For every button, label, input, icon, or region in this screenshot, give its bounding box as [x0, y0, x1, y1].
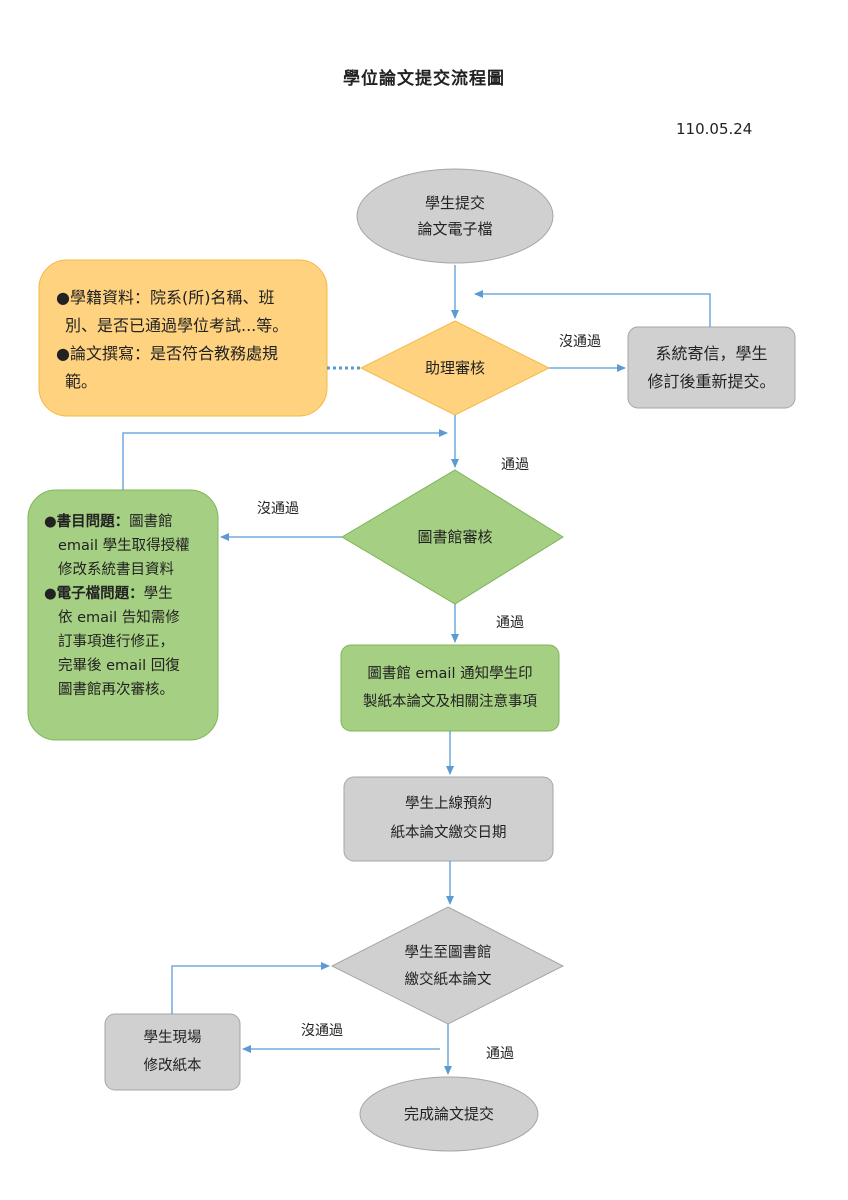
resubmit-node-shape: [627, 326, 796, 409]
start-node: 學生提交 論文電子檔: [357, 186, 553, 246]
page-title: 學位論文提交流程圖: [343, 69, 505, 89]
edge-label-submit-pass: 通過: [486, 1046, 514, 1062]
edge-label-submit-fail: 沒通過: [301, 1023, 343, 1039]
fix-onsite-node: 學生現場 修改紙本: [105, 1024, 240, 1080]
notify-print-line2: 製紙本論文及相關注意事項: [363, 694, 537, 710]
book-appointment-line1: 學生上線預約: [405, 796, 492, 812]
library-note-item2-line3: 訂事項進行修正，: [58, 634, 174, 650]
bullet-icon: ●: [44, 514, 57, 530]
library-note-item1: ●書目問題：圖書館: [44, 510, 214, 534]
library-note-item1-line3: 修改系統書目資料: [58, 562, 174, 578]
arrow-fix-onsite-loop: [171, 962, 330, 1014]
assistant-note-item1-line1: 學籍資料：院系(所)名稱、班: [69, 288, 275, 307]
edge-label-library-fail: 沒通過: [257, 501, 299, 517]
library-note-item1-text1: 圖書館: [129, 514, 173, 530]
library-note-item2-heading: 電子檔問題：: [56, 586, 144, 602]
end-node-shape: [359, 1076, 539, 1152]
arrow-resubmit-loop: [474, 290, 711, 327]
document-date: 110.05.24: [676, 120, 753, 138]
fix-onsite-line1: 學生現場: [143, 1030, 202, 1046]
assistant-review-node: 助理審核: [380, 355, 530, 381]
bullet-icon: ●: [44, 586, 57, 602]
bullet-icon: ●: [56, 344, 70, 363]
arrow-library-note-loop: [122, 429, 448, 490]
notify-print-node: 圖書館 email 通知學生印 製紙本論文及相關注意事項: [341, 660, 559, 716]
start-node-line1: 學生提交: [424, 194, 485, 212]
edge-label-library-pass: 通過: [496, 615, 524, 631]
library-review-node: 圖書館審核: [370, 524, 540, 550]
notify-print-line1: 圖書館 email 通知學生印: [367, 666, 533, 682]
library-note-item2-line5: 圖書館再次審核。: [58, 682, 174, 698]
fix-onsite-line2: 修改紙本: [143, 1058, 202, 1074]
submit-paper-node: 學生至圖書館 繳交紙本論文: [380, 940, 516, 994]
edge-label-assistant-fail: 沒通過: [559, 334, 601, 350]
assistant-note-item2-line2: 範。: [65, 372, 98, 391]
end-node-label: 完成論文提交: [403, 1105, 494, 1123]
bullet-icon: ●: [56, 288, 70, 307]
resubmit-line2: 修訂後重新提交。: [647, 372, 776, 391]
library-note-item2-line4: 完畢後 email 回復: [58, 658, 180, 674]
assistant-note-item2: ●論文撰寫：是否符合教務處規: [56, 340, 318, 368]
assistant-review-note: ●學籍資料：院系(所)名稱、班 別、是否已通過學位考試...等。 ●論文撰寫：是…: [56, 284, 318, 396]
resubmit-node: 系統寄信，學生 修訂後重新提交。: [628, 340, 795, 396]
library-note-item1-line2: email 學生取得授權: [58, 538, 190, 554]
edge-label-assistant-pass: 通過: [501, 457, 529, 473]
book-appointment-node: 學生上線預約 紙本論文繳交日期: [344, 790, 553, 848]
book-appointment-shape: [343, 776, 554, 862]
assistant-note-item2-line1: 論文撰寫：是否符合教務處規: [69, 344, 278, 363]
assistant-note-item1-line2: 別、是否已通過學位考試...等。: [65, 316, 289, 335]
assistant-note-shape: [38, 259, 328, 417]
assistant-note-item1: ●學籍資料：院系(所)名稱、班: [56, 284, 318, 312]
start-node-line2: 論文電子檔: [417, 220, 493, 238]
library-review-label: 圖書館審核: [417, 528, 493, 546]
assistant-review-label: 助理審核: [424, 359, 485, 377]
library-note-item2-text1: 學生: [143, 586, 173, 602]
resubmit-line1: 系統寄信，學生: [655, 344, 768, 363]
library-note-item2: ●電子檔問題：學生: [44, 582, 214, 606]
library-note-item1-heading: 書目問題：: [56, 514, 130, 530]
end-node: 完成論文提交: [360, 1101, 538, 1127]
book-appointment-line2: 紙本論文繳交日期: [390, 825, 507, 841]
library-note-item2-line2: 依 email 告知需修: [58, 610, 180, 626]
library-review-note: ●書目問題：圖書館 email 學生取得授權 修改系統書目資料 ●電子檔問題：學…: [44, 510, 214, 702]
start-node-shape: [356, 168, 554, 264]
submit-paper-line1: 學生至圖書館: [404, 945, 492, 961]
submit-paper-line2: 繳交紙本論文: [404, 972, 492, 988]
